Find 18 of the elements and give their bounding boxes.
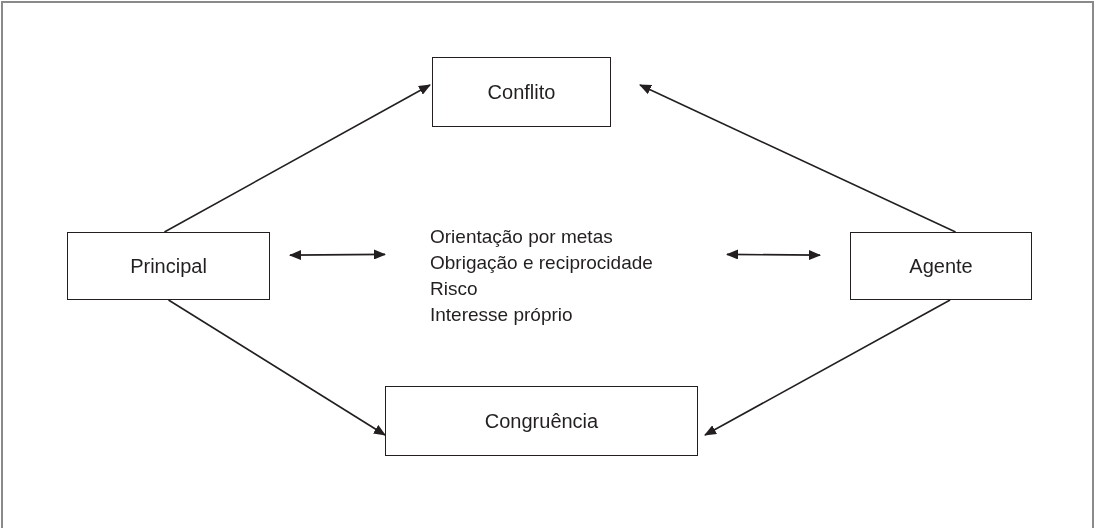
process-box xyxy=(850,232,1032,300)
node-label: Agente xyxy=(909,254,973,279)
process-box xyxy=(432,57,611,127)
arrow xyxy=(726,249,821,261)
node-label: Obrigação e reciprocidade xyxy=(430,251,653,275)
arrow xyxy=(163,84,431,233)
node-label: Principal xyxy=(130,254,207,279)
node-label: Conflito xyxy=(487,80,556,105)
arrow xyxy=(167,299,386,436)
arrow xyxy=(289,249,386,261)
node-label: Congruência xyxy=(484,409,599,434)
node-label: Orientação por metas xyxy=(430,225,613,249)
node-label: Risco xyxy=(430,277,478,301)
process-box xyxy=(385,386,698,456)
process-box xyxy=(67,232,270,300)
node-label: Interesse próprio xyxy=(430,303,573,327)
arrow xyxy=(639,84,957,233)
arrow xyxy=(704,299,951,436)
